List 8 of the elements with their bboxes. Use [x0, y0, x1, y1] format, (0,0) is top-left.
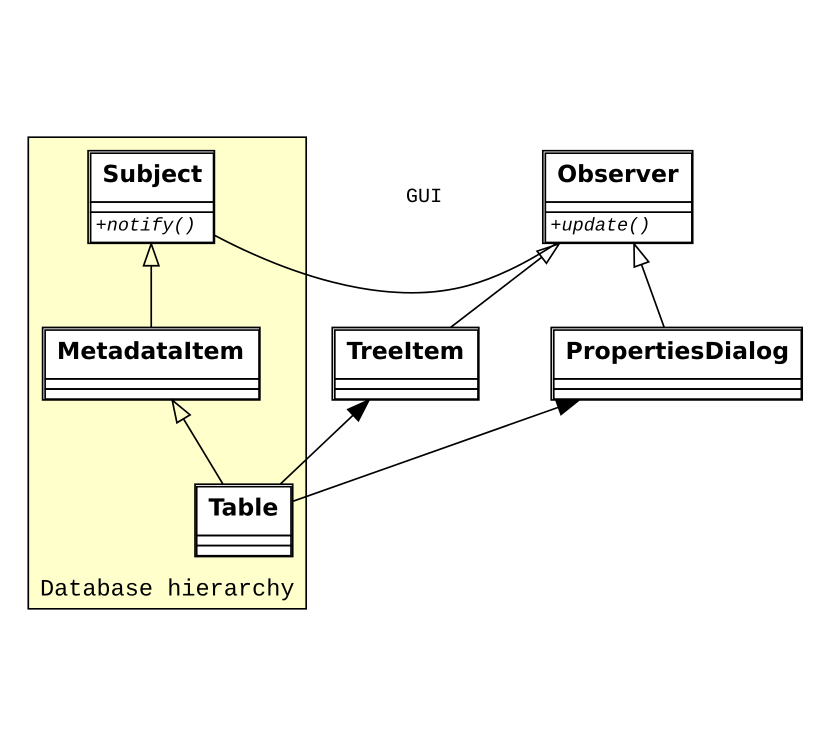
connector	[214, 234, 558, 294]
label: GUI	[406, 186, 442, 210]
arrow	[170, 398, 224, 484]
arrow	[280, 398, 371, 485]
arrow	[450, 242, 562, 328]
arrow	[293, 399, 582, 502]
arrow	[633, 241, 665, 328]
arrow	[142, 241, 160, 328]
